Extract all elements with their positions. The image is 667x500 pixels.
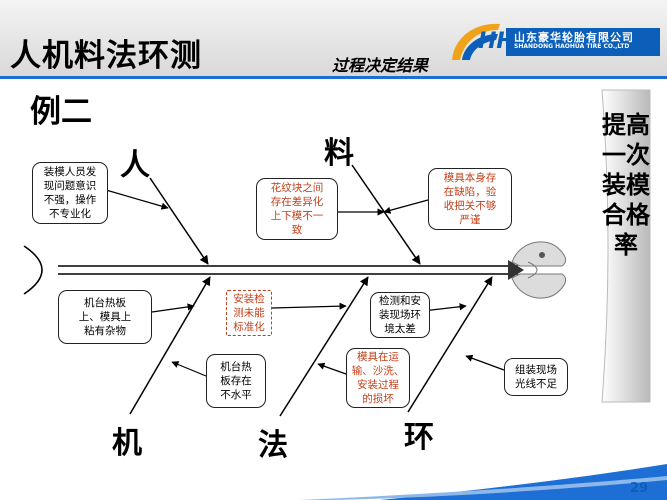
category-material: 料 <box>324 136 354 171</box>
cause-mold-defect: 模具本身存 在缺陷，验 收把关不够 严谨 <box>428 168 512 230</box>
bottom-wave <box>300 464 667 500</box>
fish-tail <box>23 245 43 295</box>
slide-title: 人机料法环测 <box>10 38 202 74</box>
example-label: 例二 <box>30 94 92 130</box>
effect-text: 提高一次装模合格率 <box>602 110 650 259</box>
logo-swoosh-icon <box>452 23 500 60</box>
logo-company-cn: 山东豪华轮胎有限公司 <box>514 31 634 44</box>
bone-man <box>149 177 209 265</box>
arrow-lighting <box>465 354 505 371</box>
cause-inspection-environment: 检测和安 装现场环 境太差 <box>370 292 430 338</box>
cause-assembly-not-standard: 安装检 测未能 标准化 <box>226 290 272 336</box>
arrow-platen-uneven <box>171 361 207 377</box>
arrow-mold-damage <box>317 362 347 375</box>
cause-pattern-difference: 花纹块之间 存在差异化 上下模不一 致 <box>256 178 338 240</box>
arrow-man-awareness <box>105 189 169 210</box>
bone-environment <box>407 276 493 413</box>
effect-panel <box>601 89 651 403</box>
slide-subtitle: 过程决定结果 <box>332 56 429 75</box>
category-man: 人 <box>120 148 150 183</box>
bone-machine <box>129 276 211 415</box>
bone-method <box>279 276 369 417</box>
header-rule <box>0 76 667 79</box>
page-number: 29 <box>630 481 649 496</box>
category-method: 法 <box>258 428 288 463</box>
bone-material <box>351 164 421 265</box>
arrow-assembly <box>271 302 347 310</box>
cause-lighting: 组装现场 光线不足 <box>504 358 568 396</box>
fish-head-icon <box>508 241 567 299</box>
logo-bar <box>506 28 660 56</box>
arrow-platen-debris <box>151 303 195 313</box>
cause-platen-debris: 机台热板 上、模具上 粘有杂物 <box>58 290 152 344</box>
cause-mold-damage: 模具在运 输、沙洗、 安装过程 的损坏 <box>346 348 410 408</box>
logo-company-en: SHANDONG HAOHUA TIRE CO.,LTD <box>514 43 630 50</box>
category-environment: 环 <box>404 420 434 455</box>
arrow-mold-defect <box>383 199 429 214</box>
cause-platen-uneven: 机台热 板存在 不水平 <box>206 354 266 408</box>
cause-man-awareness: 装模人员发 现问题意识 不强，操作 不专业化 <box>32 162 108 224</box>
company-logo: HH 山东豪华轮胎有限公司 SHANDONG HAOHUA TIRE CO.,L… <box>438 20 660 64</box>
category-machine: 机 <box>112 426 142 461</box>
